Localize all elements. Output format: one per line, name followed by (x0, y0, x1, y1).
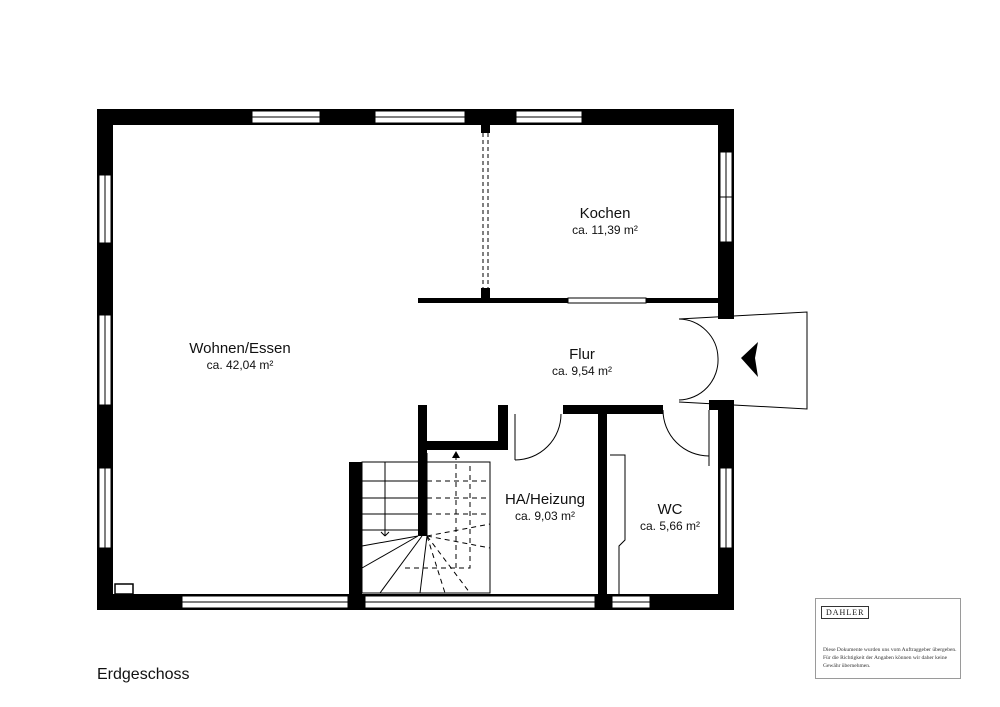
stair-arrow-icon (452, 451, 460, 458)
disclaimer-box: DAHLER Diese Dokumente wurden uns vom Au… (815, 598, 961, 679)
room-area: ca. 42,04 m² (206, 358, 274, 372)
room-label-flur: Flur ca. 9,54 m² (552, 346, 612, 379)
interior-walls (114, 125, 718, 610)
room-area: ca. 9,54 m² (551, 364, 613, 378)
room-name: HA/Heizung (504, 491, 586, 508)
room-label-wohnen: Wohnen/Essen ca. 42,04 m² (189, 340, 290, 373)
disclaimer-text: Diese Dokumente wurden uns vom Auftragge… (823, 647, 957, 669)
room-area: ca. 11,39 m² (572, 223, 638, 237)
room-label-kochen: Kochen ca. 11,39 m² (572, 205, 638, 238)
kitchen-opening (482, 133, 489, 288)
staircase (361, 453, 491, 594)
room-area: ca. 9,03 m² (514, 509, 576, 523)
room-name: Flur (569, 346, 595, 363)
room-name: WC (657, 501, 683, 518)
room-area: ca. 5,66 m² (639, 519, 701, 533)
room-name: Kochen (579, 205, 631, 222)
room-name: Wohnen/Essen (189, 340, 291, 357)
doors (514, 311, 808, 594)
room-label-wc: WC ca. 5,66 m² (640, 501, 700, 534)
windows (98, 110, 733, 609)
stair-walking-line (405, 456, 491, 594)
room-label-heizung: HA/Heizung ca. 9,03 m² (505, 491, 585, 524)
floor-title: Erdgeschoss (97, 666, 190, 683)
entrance-arrow-icon (741, 342, 758, 377)
brand-logo: DAHLER (821, 606, 870, 619)
